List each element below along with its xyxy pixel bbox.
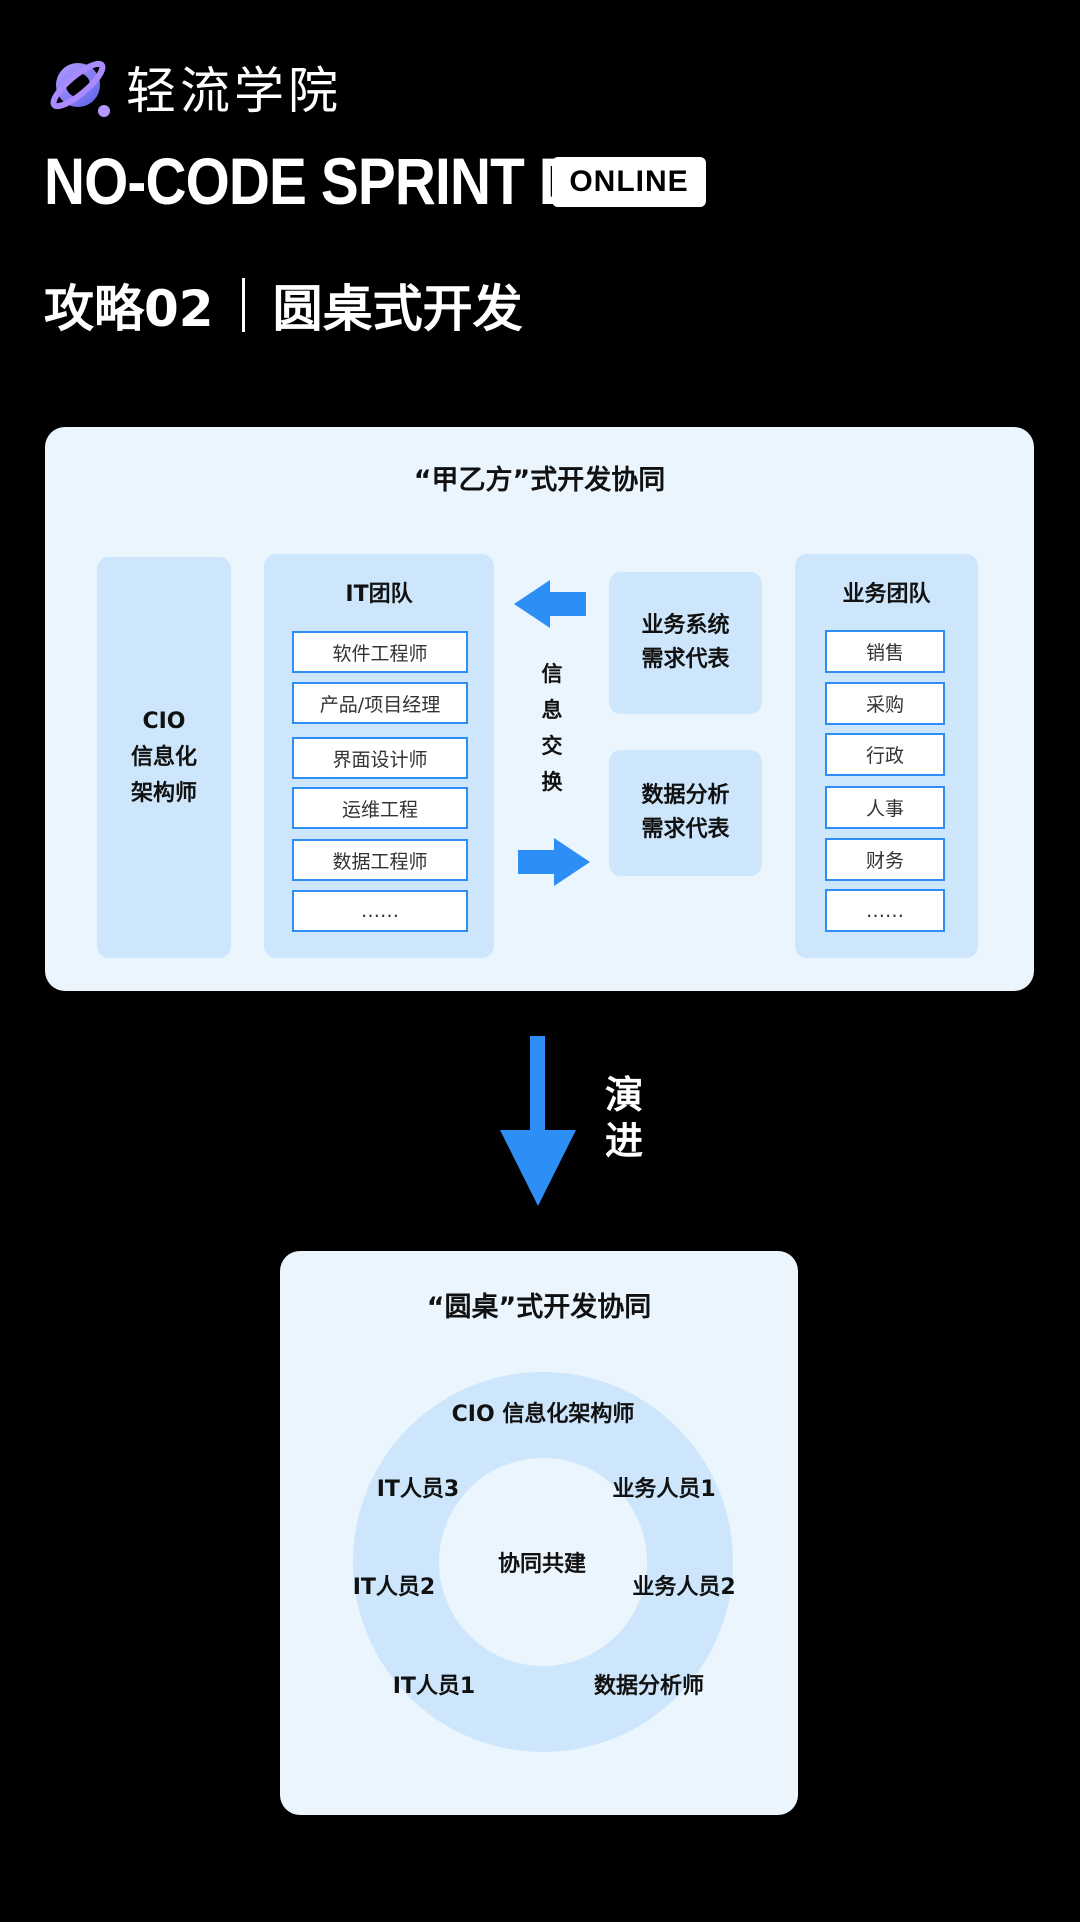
it-role: 软件工程师 (292, 631, 468, 673)
subtitle-topic: 圆桌式开发 (272, 280, 523, 338)
roundtable-panel-title: “圆桌”式开发协同 (426, 1292, 652, 1323)
rep-line: 业务系统 (641, 613, 730, 638)
ring-member: 业务人员2 (632, 1575, 736, 1600)
subtitle-strategy: 攻略02 (44, 280, 214, 338)
cio-label: CIO 信息化 架构师 (97, 557, 231, 958)
business-role: 采购 (825, 682, 945, 725)
headline-row: NO-CODE SPRINT DAY (44, 144, 750, 218)
business-role: 人事 (825, 786, 945, 829)
it-role: 数据工程师 (292, 839, 468, 881)
exchange-char: 交 (541, 734, 563, 758)
evolution-char: 演 (604, 1073, 643, 1117)
ring-member: CIO 信息化架构师 (451, 1402, 635, 1427)
it-team-title: IT团队 (345, 582, 413, 607)
ring-member: 业务人员1 (612, 1477, 716, 1502)
online-badge: ONLINE (552, 157, 706, 207)
subtitle-divider (241, 278, 245, 332)
it-role: 运维工程 (292, 787, 468, 829)
business-role: …… (825, 889, 945, 932)
headline: NO-CODE SPRINT DAY (44, 144, 652, 218)
data-analysis-rep: 数据分析 需求代表 (609, 750, 762, 876)
evolution-label: 演 进 (602, 1072, 646, 1164)
traditional-panel-title: “甲乙方”式开发协同 (413, 465, 666, 496)
rep-line: 数据分析 (641, 783, 730, 808)
business-role: 财务 (825, 838, 945, 881)
roundtable-center-label: 协同共建 (497, 1552, 587, 1577)
business-system-rep: 业务系统 需求代表 (609, 572, 762, 714)
evolution-char: 进 (604, 1119, 643, 1163)
business-role: 销售 (825, 630, 945, 673)
brand: 轻流学院 (48, 52, 342, 122)
planet-ring-icon (48, 55, 112, 119)
arrow-left-icon (514, 580, 586, 628)
it-role: …… (292, 890, 468, 932)
business-role: 行政 (825, 733, 945, 776)
business-team-title: 业务团队 (842, 582, 931, 607)
ring-member: IT人员3 (376, 1477, 460, 1502)
ring-member: IT人员1 (392, 1674, 476, 1699)
exchange-char: 息 (541, 698, 563, 722)
it-role: 界面设计师 (292, 737, 468, 779)
info-exchange-label: 信 息 交 换 (535, 656, 569, 800)
ring-member: IT人员2 (352, 1575, 436, 1600)
ring-member: 数据分析师 (593, 1674, 705, 1699)
cio-line: 信息化 (130, 744, 197, 770)
arrow-down-icon (500, 1036, 576, 1206)
subtitle-row: 攻略02 圆桌式开发 (44, 270, 523, 340)
rep-line: 需求代表 (641, 647, 730, 672)
cio-column: CIO 信息化 架构师 (97, 557, 231, 958)
exchange-char: 信 (541, 662, 563, 686)
it-role: 产品/项目经理 (292, 682, 468, 724)
exchange-char: 换 (541, 770, 563, 794)
brand-name: 轻流学院 (126, 62, 342, 120)
rep-line: 需求代表 (641, 817, 730, 842)
cio-line: CIO (142, 708, 186, 734)
roundtable-ring (353, 1372, 733, 1752)
arrow-right-icon (518, 838, 590, 886)
cio-line: 架构师 (130, 780, 197, 806)
